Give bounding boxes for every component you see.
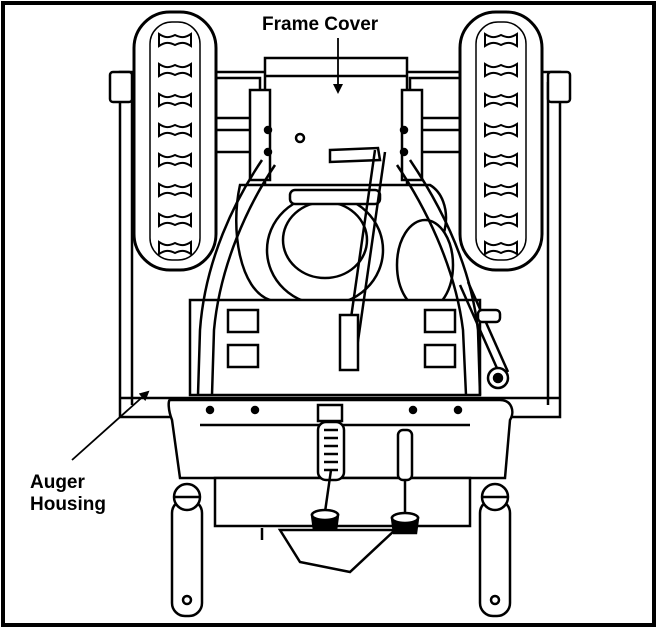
frame-cover <box>248 56 424 210</box>
right-handle-grip <box>478 482 512 618</box>
auger-housing-label-line1: Auger <box>30 472 85 493</box>
engine-lower-block <box>188 298 482 397</box>
right-wheel <box>458 10 544 272</box>
handle-rails <box>196 149 482 396</box>
left-handle-grip <box>170 482 204 618</box>
chute-control-crank <box>458 281 510 390</box>
auger-housing-label: Auger Housing <box>30 472 106 516</box>
left-wheel <box>132 10 218 272</box>
shift-lever <box>310 469 340 532</box>
auger-housing-label-line2: Housing <box>30 494 106 515</box>
chute-lever-knob <box>390 511 420 535</box>
frame-cover-label: Frame Cover <box>262 14 379 35</box>
chute-tilt-lever <box>396 428 414 515</box>
auger-housing-leader-arrow <box>71 390 150 461</box>
chute-deflector <box>260 528 399 574</box>
